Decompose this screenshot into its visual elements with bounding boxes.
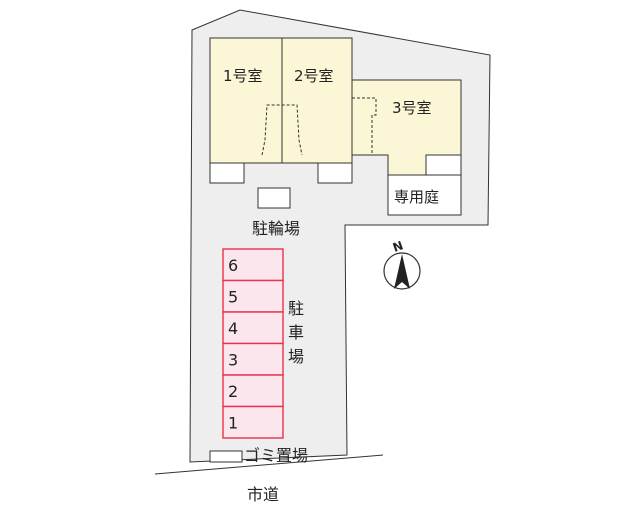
units-1-2-entrance (261, 104, 303, 156)
parking-space-number: 4 (228, 319, 238, 338)
road-edge (154, 454, 384, 475)
bicycle-parking-shed (257, 187, 291, 209)
private-garden (387, 174, 462, 216)
car-parking-label-char: 車 (288, 323, 304, 342)
compass-north-label: N (391, 238, 405, 255)
parking-space (222, 311, 284, 345)
parking-space-number: 6 (228, 256, 238, 275)
unit-3-porch (425, 154, 462, 176)
unit-1-label: 1号室 (223, 67, 263, 85)
units-1-2-building (209, 37, 353, 164)
car-parking-label-char: 場 (288, 347, 304, 366)
north-arrow-icon (394, 254, 410, 289)
city-road-label: 市道 (247, 485, 279, 504)
parking-space (222, 248, 284, 282)
parking-space-number: 1 (228, 414, 238, 433)
unit-2-label: 2号室 (294, 67, 334, 85)
parking-space (222, 405, 284, 439)
car-parking-label-char: 駐 (288, 299, 304, 318)
parking-space-number: 3 (228, 351, 238, 370)
parking-spaces: 6 5 4 3 2 1 (222, 248, 284, 439)
unit-1-porch (209, 162, 245, 184)
garbage-area-label: ゴミ置場 (244, 446, 308, 465)
unit-3-entrance (352, 97, 377, 155)
parking-space (222, 374, 284, 408)
unit-2-porch (317, 162, 353, 184)
parking-space-number: 2 (228, 382, 238, 401)
compass: N (383, 238, 421, 290)
parking-space-number: 5 (228, 288, 238, 307)
private-garden-label: 専用庭 (394, 188, 439, 206)
car-parking-label: 駐 車 場 (288, 299, 304, 366)
garbage-box (209, 450, 243, 463)
bicycle-parking-label: 駐輪場 (252, 219, 300, 238)
unit-3-label: 3号室 (392, 99, 432, 117)
